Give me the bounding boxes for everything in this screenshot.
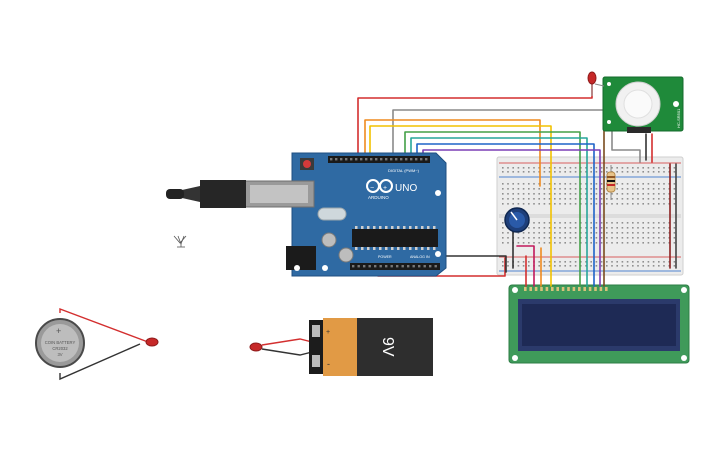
usb-plug bbox=[200, 180, 246, 208]
wire-black-gnd[interactable] bbox=[439, 255, 507, 273]
wire-green[interactable] bbox=[404, 131, 581, 287]
battery-9v-plus: + bbox=[326, 329, 330, 336]
battery-9v-label: 9V bbox=[379, 337, 396, 357]
battery-9v-minus: - bbox=[327, 359, 330, 369]
wire-magenta-contrast[interactable] bbox=[516, 245, 535, 287]
battery-9v-body bbox=[357, 318, 433, 376]
arduino-uno[interactable]: − + UNO ARDUINO DIGITAL (PWM~) POWER ANA… bbox=[243, 152, 447, 277]
lcd-pin-header bbox=[524, 287, 608, 291]
arduino-digital-header bbox=[328, 156, 430, 163]
arduino-digital-label: DIGITAL (PWM~) bbox=[388, 168, 420, 173]
battery-9v-circuit[interactable]: + - 9V bbox=[249, 318, 433, 376]
arduino-power-label: POWER bbox=[378, 255, 392, 259]
svg-text:+: + bbox=[383, 185, 387, 192]
arduino-capacitor bbox=[321, 232, 337, 248]
breadboard-holes bbox=[502, 167, 676, 267]
coin-battery-plus: + bbox=[56, 326, 61, 336]
probe-icon bbox=[173, 235, 187, 248]
wire-9v-black bbox=[261, 348, 317, 356]
arduino-reset-button[interactable] bbox=[303, 160, 311, 168]
arduino-brand-label: ARDUINO bbox=[368, 195, 389, 200]
wire-9v-red bbox=[261, 338, 317, 346]
pir-side-label: HC-SR501 bbox=[676, 108, 681, 128]
lcd-mount-hole bbox=[512, 287, 518, 293]
led-red-coin bbox=[145, 337, 159, 347]
breadboard[interactable] bbox=[496, 156, 684, 276]
arduino-analog-label: ANALOG IN bbox=[410, 255, 430, 259]
led-red-top[interactable] bbox=[587, 71, 605, 96]
pir-header bbox=[627, 127, 651, 133]
arduino-capacitor bbox=[338, 247, 354, 263]
arduino-crystal bbox=[317, 207, 347, 221]
pir-sensor[interactable]: HC-SR501 bbox=[602, 76, 684, 133]
wire-blue[interactable] bbox=[416, 143, 595, 287]
arduino-logo: − + bbox=[366, 179, 393, 193]
lcd-mount-hole bbox=[681, 287, 687, 293]
arduino-dc-jack bbox=[286, 246, 316, 270]
led-red-9v bbox=[249, 342, 263, 352]
coin-battery-circuit[interactable]: + COIN BATTERY CR2032 3V bbox=[35, 307, 159, 381]
wire-coin-black bbox=[59, 343, 141, 381]
usb-cable[interactable] bbox=[166, 180, 246, 208]
potentiometer[interactable] bbox=[504, 207, 530, 233]
lcd-display[interactable] bbox=[508, 284, 690, 364]
coin-battery-model: CR2032 bbox=[52, 346, 68, 351]
lcd-mount-hole bbox=[681, 355, 687, 361]
svg-text:−: − bbox=[370, 185, 374, 192]
breadboard-center-channel bbox=[499, 214, 681, 218]
wire-teal[interactable] bbox=[410, 137, 588, 287]
resistor[interactable] bbox=[606, 165, 616, 200]
wire-coin-red bbox=[59, 307, 149, 343]
coin-battery-label: COIN BATTERY bbox=[45, 340, 76, 345]
battery-9v-label-band bbox=[323, 318, 357, 376]
lcd-screen bbox=[522, 304, 676, 346]
wire-yellow[interactable] bbox=[369, 125, 552, 287]
wire-orange[interactable] bbox=[364, 119, 541, 187]
lcd-mount-hole bbox=[512, 355, 518, 361]
coin-battery-voltage: 3V bbox=[57, 352, 62, 357]
arduino-power-header bbox=[350, 263, 440, 270]
arduino-model-label: UNO bbox=[395, 183, 417, 194]
arduino-atmega-chip bbox=[352, 229, 438, 247]
